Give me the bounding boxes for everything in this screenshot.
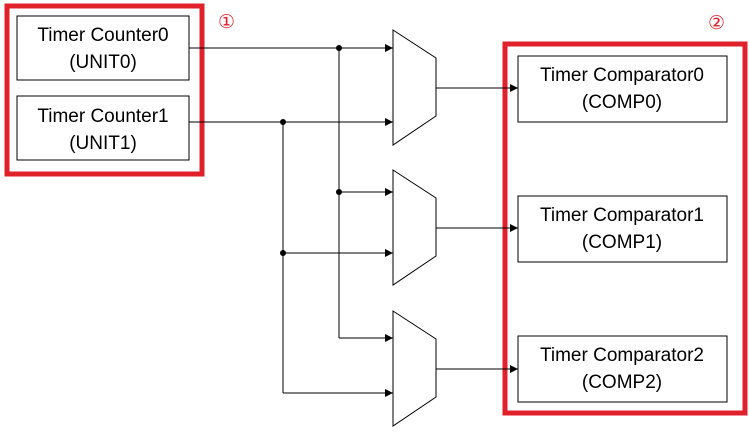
counter-unit1-name: Timer Counter1 bbox=[37, 106, 168, 127]
junction-dot bbox=[280, 119, 286, 125]
counter-group-frame bbox=[4, 3, 205, 177]
unit1-wires bbox=[189, 118, 393, 397]
counter-unit1: Timer Counter1 (UNIT1) bbox=[16, 95, 190, 161]
comparator-comp1: Timer Comparator1 (COMP1) bbox=[517, 195, 728, 263]
counter-unit0: Timer Counter0 (UNIT0) bbox=[16, 15, 190, 81]
comparator-comp0: Timer Comparator0 (COMP0) bbox=[517, 55, 728, 123]
junction-dot bbox=[336, 45, 342, 51]
comparator-comp2-id: (COMP2) bbox=[582, 372, 662, 393]
comparator-comp1-name: Timer Comparator1 bbox=[540, 205, 704, 226]
mux-0 bbox=[392, 29, 437, 146]
comparator-comp0-name: Timer Comparator0 bbox=[540, 65, 704, 86]
counter-unit0-id: (UNIT0) bbox=[69, 52, 137, 73]
unit0-wires bbox=[189, 44, 393, 342]
comparator-comp0-id: (COMP0) bbox=[582, 92, 662, 113]
comparator-comp2-name: Timer Comparator2 bbox=[540, 345, 704, 366]
mux-output-wires bbox=[436, 84, 518, 373]
mux-1 bbox=[392, 169, 437, 286]
group-marker-1: ① bbox=[218, 11, 235, 33]
junction-dot bbox=[336, 189, 342, 195]
counter-unit0-name: Timer Counter0 bbox=[37, 25, 168, 46]
counter-unit1-id: (UNIT1) bbox=[69, 133, 137, 154]
comparator-comp2: Timer Comparator2 (COMP2) bbox=[517, 335, 728, 403]
junction-dot bbox=[280, 250, 286, 256]
comparator-comp1-id: (COMP1) bbox=[582, 232, 662, 253]
group-marker-2: ② bbox=[708, 12, 725, 34]
mux-2 bbox=[392, 310, 437, 427]
